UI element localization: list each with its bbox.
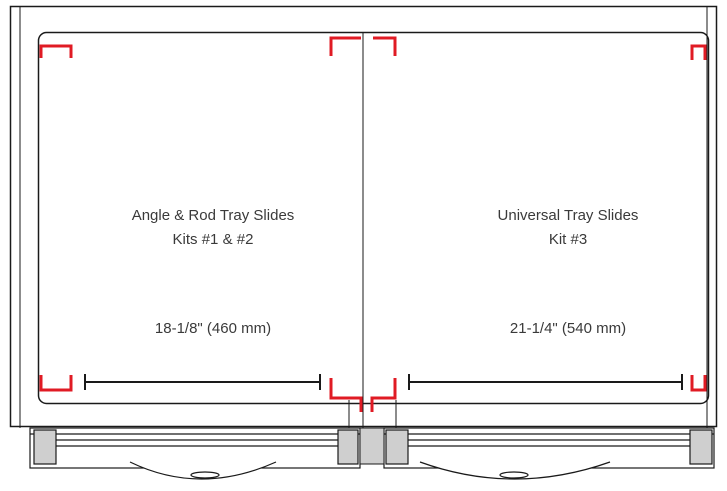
corner-mark-top-right <box>690 44 707 60</box>
left-title-line2: Kits #1 & #2 <box>172 231 254 248</box>
corner-mark-top-left <box>39 44 73 58</box>
center-hinge <box>359 427 385 465</box>
left-dimension-label: 18-1/8" (460 mm) <box>154 320 272 337</box>
dimension-line-right <box>408 374 683 390</box>
left-title-line1: Angle & Rod Tray Slides <box>131 207 295 224</box>
right-dimension-label: 21-1/4" (540 mm) <box>509 320 627 337</box>
right-title-line2: Kit #3 <box>548 231 588 248</box>
corner-mark-bottom-center-right <box>370 378 397 412</box>
corner-mark-top-center-right <box>373 36 397 56</box>
dimension-line-left <box>84 374 321 390</box>
corner-mark-top-center <box>329 36 361 56</box>
door-assembly-right <box>383 427 715 480</box>
right-title-line1: Universal Tray Slides <box>497 207 639 224</box>
door-assembly-left <box>29 427 361 480</box>
corner-marks <box>39 36 707 412</box>
corner-mark-bottom-center <box>329 378 363 412</box>
corner-mark-bottom-right <box>690 375 707 392</box>
corner-mark-bottom-left <box>39 375 73 392</box>
